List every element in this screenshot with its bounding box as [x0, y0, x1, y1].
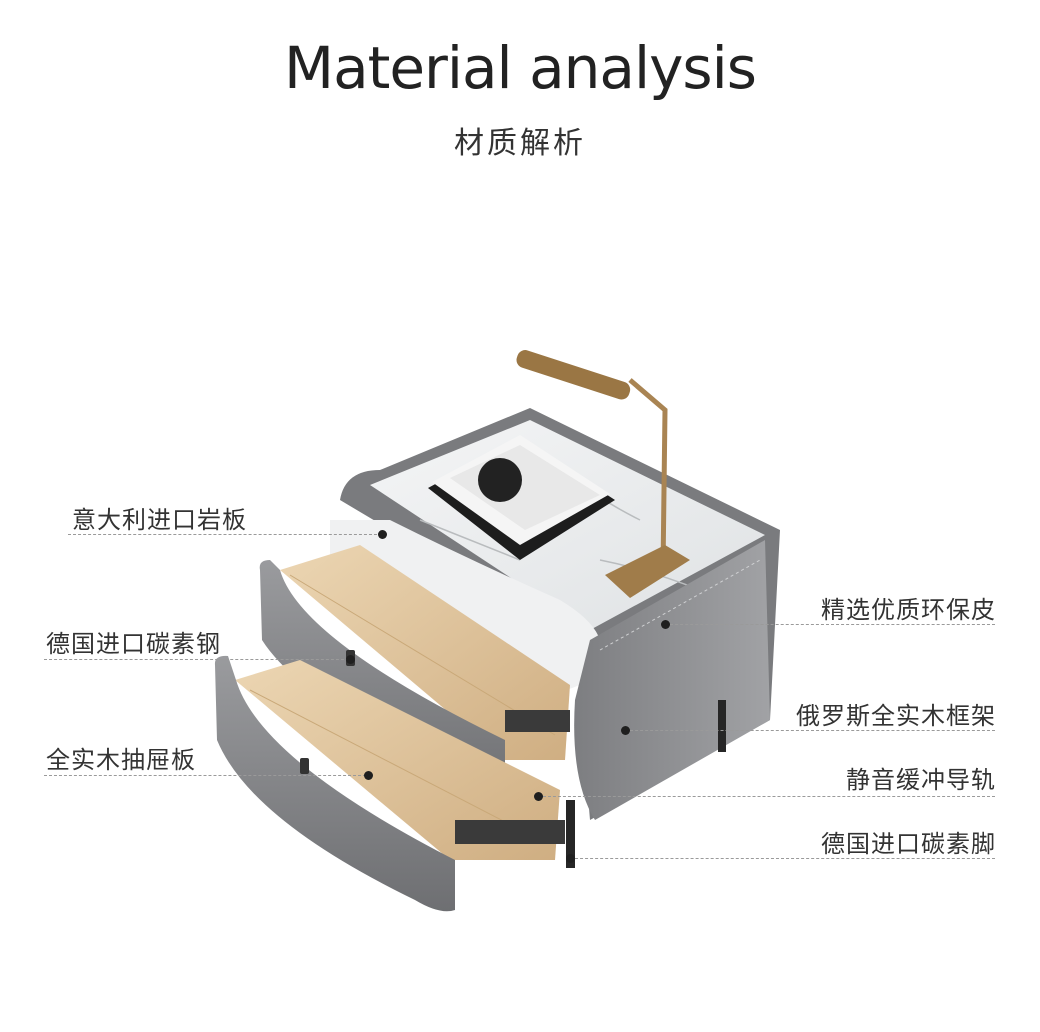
- brass-lamp: [516, 350, 690, 598]
- label-leather: 精选优质环保皮: [821, 596, 996, 624]
- label-carbon-feet: 德国进口碳素脚: [821, 830, 996, 858]
- marker-dot-solid-wood-drawer: [364, 771, 373, 780]
- marker-dot-leather: [661, 620, 670, 629]
- label-wood-frame: 俄罗斯全实木框架: [796, 702, 996, 730]
- marker-dot-silent-rail: [534, 792, 543, 801]
- leader-line-carbon-steel: [44, 659, 349, 660]
- label-carbon-steel: 德国进口碳素钢: [46, 630, 221, 658]
- marker-dot-wood-frame: [621, 726, 630, 735]
- marker-dot-carbon-steel: [346, 655, 355, 664]
- page-title: Material analysis: [284, 34, 757, 102]
- marker-dot-carbon-feet: [566, 854, 575, 863]
- leader-line-carbon-feet: [570, 858, 995, 859]
- leader-line-silent-rail: [538, 796, 995, 797]
- marker-dot-stone-top: [378, 530, 387, 539]
- leader-line-leather: [665, 624, 995, 625]
- leader-line-stone-top: [68, 534, 382, 535]
- label-stone-top: 意大利进口岩板: [72, 506, 247, 534]
- label-solid-wood-drawer: 全实木抽屉板: [46, 746, 196, 774]
- books: [428, 435, 615, 560]
- leader-line-wood-frame: [625, 730, 995, 731]
- leader-line-solid-wood-drawer: [44, 775, 366, 776]
- page-subtitle: 材质解析: [454, 126, 586, 161]
- bottom-drawer: [214, 655, 565, 912]
- label-silent-rail: 静音缓冲导轨: [846, 766, 996, 794]
- legs: [566, 700, 726, 868]
